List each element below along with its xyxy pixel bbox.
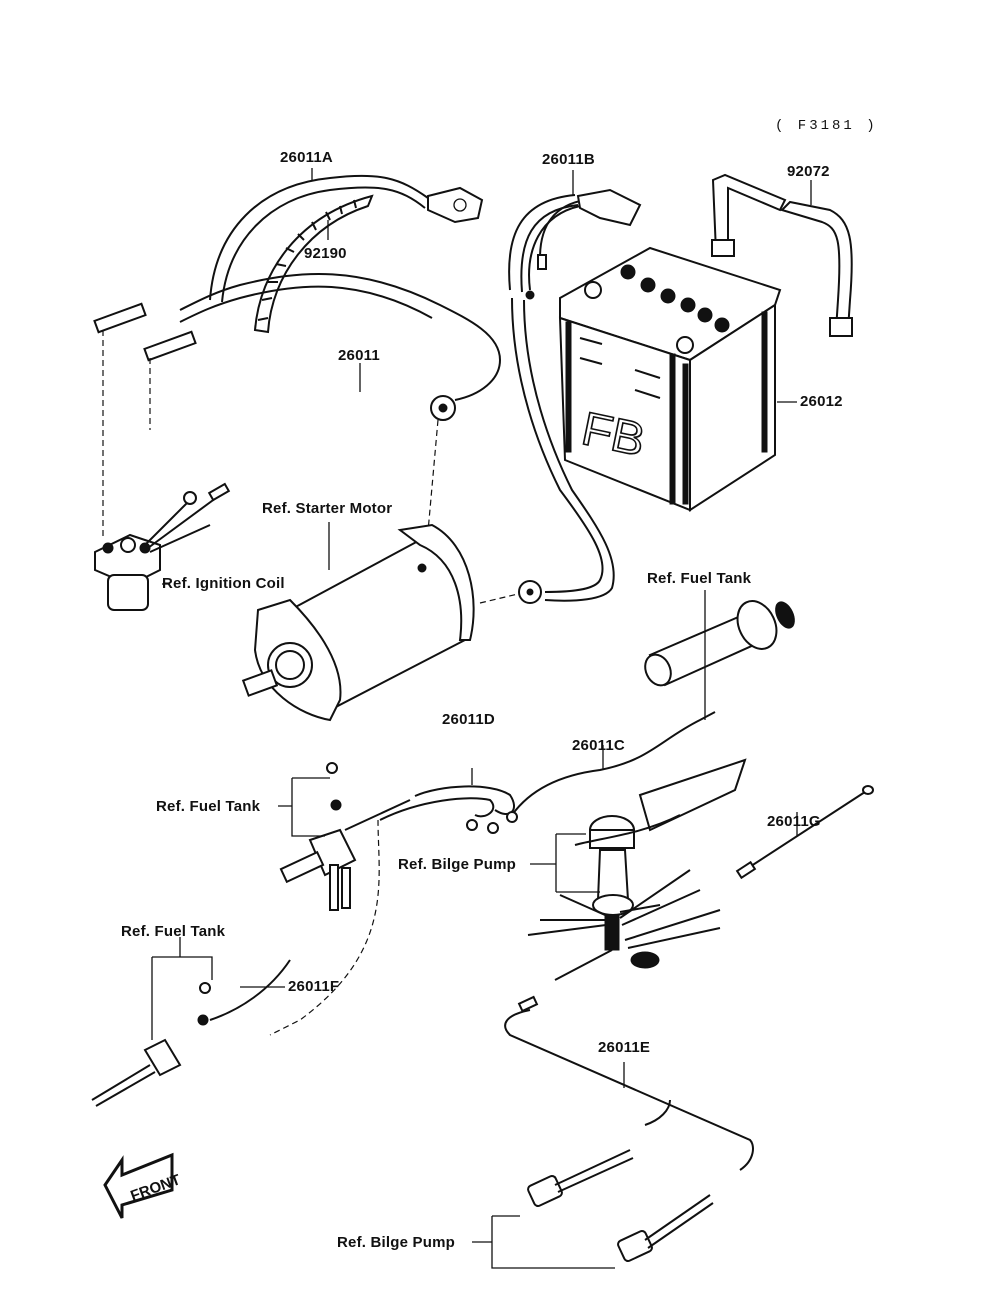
bilge-pumps-lower bbox=[472, 1149, 714, 1269]
cable-26011A[interactable] bbox=[209, 168, 484, 303]
label-26011C: 26011C bbox=[572, 737, 625, 754]
label-ref-bilge-pump-low: Ref. Bilge Pump bbox=[337, 1234, 456, 1251]
cable-26011C[interactable] bbox=[506, 711, 716, 823]
label-26011E: 26011E bbox=[598, 1039, 651, 1056]
fuel-valve-mid bbox=[278, 762, 357, 911]
ignition-coil bbox=[94, 482, 231, 611]
label-ref-fuel-tank-mid: Ref. Fuel Tank bbox=[156, 798, 261, 815]
label-92072: 92072 bbox=[787, 163, 830, 180]
starter-motor bbox=[241, 522, 475, 722]
label-26011D: 26011D bbox=[442, 711, 495, 728]
label-ref-starter-motor: Ref. Starter Motor bbox=[262, 500, 393, 517]
battery-26012[interactable]: FB bbox=[558, 246, 797, 512]
figure-code: ( F3181 ) bbox=[775, 118, 878, 134]
label-ref-bilge-pump-mid: Ref. Bilge Pump bbox=[398, 856, 517, 873]
cable-26011B[interactable] bbox=[508, 170, 642, 300]
label-26011G: 26011G bbox=[767, 813, 821, 830]
label-ref-ignition-coil: Ref. Ignition Coil bbox=[162, 575, 285, 592]
cable-26011[interactable] bbox=[93, 273, 502, 566]
label-26011: 26011 bbox=[338, 347, 380, 364]
label-26011B: 26011B bbox=[542, 151, 595, 168]
battery-strap-92072[interactable] bbox=[711, 173, 853, 337]
label-26011A: 26011A bbox=[280, 149, 333, 166]
label-ref-fuel-tank-low: Ref. Fuel Tank bbox=[121, 923, 226, 940]
fuel-tank-fitting bbox=[644, 590, 795, 720]
label-ref-fuel-tank-top: Ref. Fuel Tank bbox=[647, 570, 752, 587]
label-92190: 92190 bbox=[304, 245, 347, 262]
label-26012: 26012 bbox=[800, 393, 843, 410]
cable-26011D[interactable] bbox=[269, 768, 515, 1036]
label-26011F: 26011F bbox=[288, 978, 340, 995]
front-direction-arrow: FRONT bbox=[103, 1152, 183, 1219]
cable-26011E[interactable] bbox=[504, 995, 754, 1171]
cable-26011B-lower bbox=[479, 297, 615, 604]
fuel-valve-low bbox=[91, 937, 291, 1107]
cable-26011G[interactable] bbox=[735, 785, 874, 880]
spiral-tube-92190[interactable] bbox=[253, 194, 374, 334]
bilge-pump-harness bbox=[527, 758, 747, 981]
